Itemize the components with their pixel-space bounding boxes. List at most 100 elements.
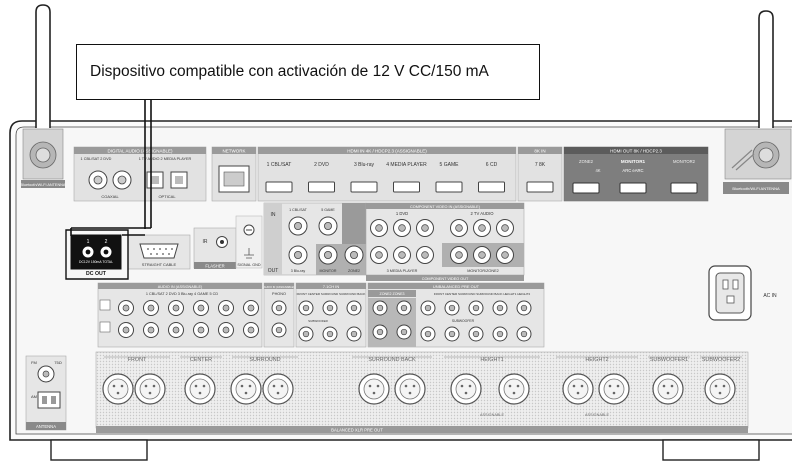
hdmi-8k-input-label: 7 8K — [535, 162, 546, 168]
dc-out-highlight-border — [65, 229, 129, 280]
component-video-out-label: COMPONENT VIDEO OUT — [422, 277, 469, 281]
hdmi-out-monitor1-port — [619, 182, 647, 194]
dc-out-spec: DC12V 150mA TOTAL — [79, 260, 113, 264]
hdmi-8k-port — [526, 181, 554, 193]
hdmi-8k-in-section: 8K IN 7 8K — [517, 146, 563, 202]
callout-text: Dispositivo compatible con activación de… — [90, 63, 489, 80]
hdmi-out-monitor2-port — [670, 182, 698, 194]
hdmi-in-label-3: 3 Blu-ray — [354, 162, 375, 168]
ir-label: IR — [203, 239, 208, 245]
xlr-group-label-1: FRONT — [128, 357, 147, 363]
hdmi-in-label-2: 2 DVD — [314, 162, 329, 168]
digital-audio-inputs-coax: 1 CBL/SAT 2 DVD — [81, 157, 112, 161]
ac-in-label: AC IN — [763, 293, 777, 299]
straight-cable-label: STRAIGHT CABLE — [142, 262, 177, 267]
component-dvd-label: 1 DVD — [396, 211, 408, 216]
hdmi-in-port-6 — [478, 181, 505, 193]
phono-section: AUDIO IN (ASSIGNABLE) PHONO — [263, 282, 295, 348]
callout-label: Dispositivo compatible con activación de… — [76, 44, 540, 100]
ch71-in-section: 7.1CH IN FRONT CENTER SURROUND SURROUND … — [295, 282, 367, 348]
xlr-group-label-7: SUBWOOFER1 — [650, 357, 688, 363]
component-media-label: 3 MEDIA PLAYER — [387, 269, 418, 273]
hdmi-8k-in-header: 8K IN — [534, 149, 545, 154]
video-in-label: IN — [271, 212, 276, 218]
hdmi-in-header: HDMI IN 4K / HDCP2.3 (ASSIGNABLE) — [347, 149, 427, 154]
audio-in-inputs-label: 1 CBL/SAT 2 DVD 3 Blu-ray 4 GAME 5 CD — [146, 292, 218, 296]
component-video-section: COMPONENT VIDEO IN (ASSIGNABLE) 1 DVD 2 … — [365, 202, 525, 276]
unbalanced-pre-out-section: UNBALANCED PRE OUT ZONE2 ZONE3 FRONT CEN… — [367, 282, 545, 348]
optical-label: OPTICAL — [158, 194, 176, 199]
hdmi-out-header: HDMI OUT 8K / HDCP2.3 — [610, 149, 662, 154]
hdmi-out-arc-label: ARC eARC — [622, 168, 643, 173]
am-label: AM — [31, 394, 37, 399]
xlr-group-label-2: CENTER — [190, 357, 212, 363]
component-video-header: COMPONENT VIDEO IN (ASSIGNABLE) — [410, 205, 481, 209]
audio-in-phono-header: AUDIO IN (ASSIGNABLE) — [264, 285, 295, 289]
dc-out-number-1: 1 — [87, 239, 90, 245]
dc-out-section: 1 2 DC12V 150mA TOTAL DC OUT — [70, 234, 122, 277]
component-tv-label: 2 TV AUDIO — [471, 211, 495, 216]
antenna-left: Bluetooth/Wi-Fi ANTENNA — [21, 4, 66, 188]
network-section: NETWORK — [211, 146, 257, 202]
callout-leader — [70, 100, 152, 236]
pre-out-subwoofer-label: SUBWOOFER — [452, 319, 475, 323]
video-cbl-label: 1 CBL/SAT — [289, 208, 308, 212]
pre-out-channels-label: FRONT CENTER SURROUND SURROUND BACK HEIG… — [434, 292, 531, 296]
hdmi-out-4k-label: 4K — [595, 168, 600, 173]
rs232c-section: STRAIGHT CABLE — [127, 234, 191, 270]
video-section: IN OUT 1 CBL/SAT 5 GAME 3 Blu-ray MONITO… — [263, 202, 367, 276]
hdmi-in-port-5 — [435, 181, 463, 193]
zone2-zone3-label: ZONE2 ZONE3 — [380, 292, 405, 296]
digital-audio-inputs-optical: 1 TV AUDIO 2 MEDIA PLAYER — [139, 157, 192, 161]
flasher-label: FLASHER — [205, 264, 224, 269]
ch71-subwoofer-label: SUBWOOFER — [308, 319, 329, 323]
xlr-assignable-label-5: ASSIGNABLE — [480, 413, 505, 417]
hdmi-in-label-6: 6 CD — [486, 162, 498, 168]
am-antenna-terminal — [37, 391, 61, 409]
hdmi-out-zone2-label: ZONE2 — [579, 159, 594, 164]
ch71-in-channels-label: FRONT CENTER SURROUND SURROUND BACK — [297, 292, 366, 296]
phono-label: PHONO — [272, 292, 286, 296]
hdmi-out-zone2-port — [572, 182, 600, 194]
xlr-assignable-label-6: ASSIGNABLE — [585, 413, 610, 417]
hdmi-in-port-2 — [308, 181, 335, 193]
video-game-label: 5 GAME — [321, 208, 335, 212]
hdmi-in-label-4: 4 MEDIA PLAYER — [386, 162, 427, 168]
hdmi-in-section: HDMI IN 4K / HDCP2.3 (ASSIGNABLE) 1 CBL/… — [257, 146, 517, 202]
video-out-label: OUT — [268, 268, 279, 274]
video-monitor-label: MONITOR — [320, 269, 337, 273]
hdmi-in-port-4 — [393, 181, 420, 193]
signal-gnd-section: SIGNAL GND — [235, 215, 263, 269]
antenna-right-label: Bluetooth/Wi-Fi ANTENNA — [732, 186, 780, 191]
fm-am-antenna-section: FM 75Ω AM ANTENNA — [25, 355, 67, 431]
rs232c-port — [139, 243, 179, 259]
hdmi-out-monitor1-label: MONITOR1 — [621, 159, 646, 164]
video-bluray-label: 3 Blu-ray — [291, 269, 306, 273]
fm-ohm-label: 75Ω — [54, 360, 61, 365]
audio-in-header: AUDIO IN (ASSIGNABLE) — [158, 285, 203, 289]
unbalanced-pre-out-header: UNBALANCED PRE OUT — [433, 284, 480, 289]
xlr-group-label-4: SURROUND BACK — [368, 357, 416, 363]
dc-out-number-2: 2 — [105, 239, 108, 245]
coaxial-label: COAXIAL — [101, 194, 119, 199]
antenna-right: Bluetooth/Wi-Fi ANTENNA — [723, 10, 792, 194]
signal-gnd-label: SIGNAL GND — [237, 263, 261, 267]
flasher-section: IR FLASHER — [193, 227, 237, 269]
dc-out-label: DC OUT — [86, 271, 107, 277]
antenna-left-label: Bluetooth/Wi-Fi ANTENNA — [21, 183, 66, 187]
digital-audio-header: DIGITAL AUDIO (ASSIGNABLE) — [107, 149, 173, 154]
fm-label: FM — [31, 360, 37, 365]
hdmi-in-label-1: 1 CBL/SAT — [267, 162, 292, 168]
video-zone2-label: ZONE2 — [348, 269, 360, 273]
balanced-xlr-label: BALANCED XLR PRE OUT — [331, 428, 383, 433]
hdmi-out-section: HDMI OUT 8K / HDCP2.3 ZONE2 MONITOR1 MON… — [563, 146, 709, 202]
ac-in-section: AC IN — [708, 265, 777, 321]
xlr-group-label-5: HEIGHT1 — [480, 357, 503, 363]
hdmi-in-label-5: 5 GAME — [440, 162, 460, 168]
hdmi-in-port-1 — [265, 181, 293, 193]
hdmi-in-port-3 — [350, 181, 378, 193]
network-header: NETWORK — [223, 149, 246, 154]
monitor-zone2-label: MONITOR/ZONE2 — [467, 269, 499, 273]
